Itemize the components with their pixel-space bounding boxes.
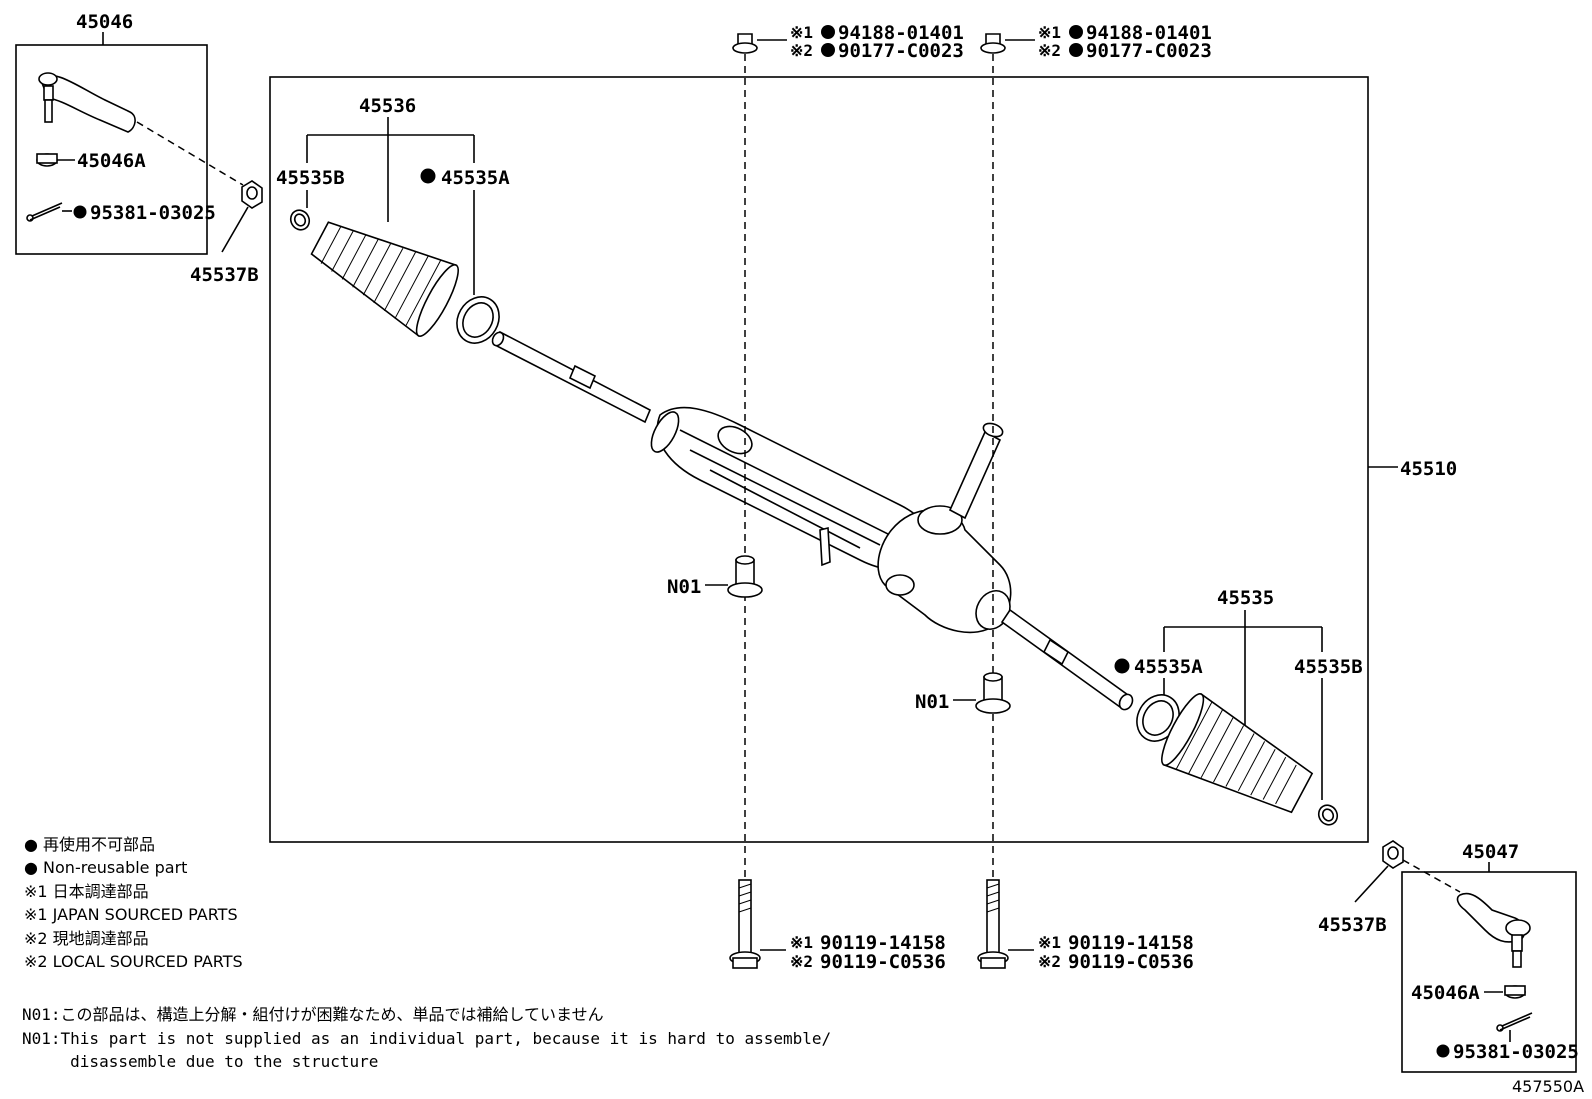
mark-1-bottom-right: ※1 [1038, 933, 1061, 952]
label-cotter-pin-rh[interactable]: 95381-03025 [1453, 1041, 1579, 1063]
label-45535B-bottom[interactable]: 45535B [1294, 656, 1363, 678]
tie-rod-end-rh-drawing [1456, 892, 1531, 968]
bushing-rh-icon [1382, 840, 1404, 869]
label-top-bolt-2-right[interactable]: 90177-C0023 [1086, 40, 1212, 62]
nut-rh-icon [1504, 985, 1526, 999]
label-45046[interactable]: 45046 [76, 11, 133, 33]
label-n01-right[interactable]: N01 [915, 691, 949, 713]
mark-1-bottom-left: ※1 [790, 933, 813, 952]
clamp-lh-icon [456, 296, 500, 344]
legend-line-2: ● Non-reusable part [24, 858, 187, 877]
label-45535A-bottom[interactable]: 45535A [1134, 656, 1203, 678]
label-n01-left[interactable]: N01 [667, 576, 701, 598]
nut-icon [36, 153, 58, 167]
note-line-1: N01:この部品は、構造上分解・組付けが困難なため、単品では補給していません [22, 1005, 604, 1024]
label-cotter-pin-lh[interactable]: 95381-03025 [90, 202, 216, 224]
label-bottom-bolt-2-left[interactable]: 90119-C0536 [820, 951, 946, 973]
label-45046A-rh[interactable]: 45046A [1411, 982, 1480, 1004]
tie-rod-end-lh-box [15, 44, 208, 255]
boot-lh-drawing [310, 221, 459, 338]
legend-line-4: ※1 JAPAN SOURCED PARTS [24, 905, 238, 924]
steering-rack-drawing [491, 330, 1134, 711]
legend-line-6: ※2 LOCAL SOURCED PARTS [24, 952, 243, 971]
bottom-bolt-right-icon [977, 879, 1009, 969]
note-line-2: N01:This part is not supplied as an indi… [22, 1029, 831, 1048]
legend-line-3: ※1 日本調達部品 [24, 882, 149, 901]
label-45510[interactable]: 45510 [1400, 458, 1457, 480]
legend-line-5: ※2 現地調達部品 [24, 929, 149, 948]
label-45047[interactable]: 45047 [1462, 841, 1519, 863]
figure-id: 457550A [1512, 1077, 1584, 1096]
bottom-bolt-left-icon [729, 879, 761, 969]
mark-2-top-left: ※2 [790, 41, 813, 60]
mark-2-top-right: ※2 [1038, 41, 1061, 60]
note-line-3: disassemble due to the structure [22, 1052, 378, 1071]
gear-assembly-frame [269, 76, 1369, 843]
legend-line-1: ● 再使用不可部品 [24, 835, 155, 854]
label-45537B-rh[interactable]: 45537B [1318, 914, 1387, 936]
legend: ● 再使用不可部品 ● Non-reusable part ※1 日本調達部品 … [24, 835, 243, 971]
tie-rod-end-lh-drawing [38, 72, 136, 133]
top-bolt-right-icon [980, 33, 1006, 54]
cotter-pin-rh-icon [1496, 1012, 1533, 1032]
label-45046A-lh[interactable]: 45046A [77, 150, 146, 172]
n01-right-icon [975, 672, 1011, 714]
label-top-bolt-1-right[interactable]: 94188-01401 [1086, 22, 1212, 44]
label-top-bolt-1-left[interactable]: 94188-01401 [838, 22, 964, 44]
top-bolt-left-icon [732, 33, 758, 54]
notes: N01:この部品は、構造上分解・組付けが困難なため、単品では補給していません N… [22, 1005, 831, 1071]
label-bottom-bolt-1-left[interactable]: 90119-14158 [820, 932, 946, 954]
mark-2-bottom-left: ※2 [790, 952, 813, 971]
cotter-pin-icon [26, 202, 63, 222]
boot-rh-drawing [1161, 692, 1314, 814]
label-45536[interactable]: 45536 [359, 95, 416, 117]
label-bottom-bolt-2-right[interactable]: 90119-C0536 [1068, 951, 1194, 973]
bushing-lh-icon [241, 180, 263, 209]
label-45537B-lh[interactable]: 45537B [190, 264, 259, 286]
clip-rh-icon [1317, 804, 1339, 826]
mark-1-top-left: ※1 [790, 23, 813, 42]
label-45535A-top[interactable]: 45535A [441, 167, 510, 189]
label-bottom-bolt-1-right[interactable]: 90119-14158 [1068, 932, 1194, 954]
mark-2-bottom-right: ※2 [1038, 952, 1061, 971]
n01-left-icon [727, 555, 763, 598]
label-45535B-top[interactable]: 45535B [276, 167, 345, 189]
clip-lh-icon [289, 209, 311, 231]
label-45535[interactable]: 45535 [1217, 587, 1274, 609]
mark-1-top-right: ※1 [1038, 23, 1061, 42]
label-top-bolt-2-left[interactable]: 90177-C0023 [838, 40, 964, 62]
